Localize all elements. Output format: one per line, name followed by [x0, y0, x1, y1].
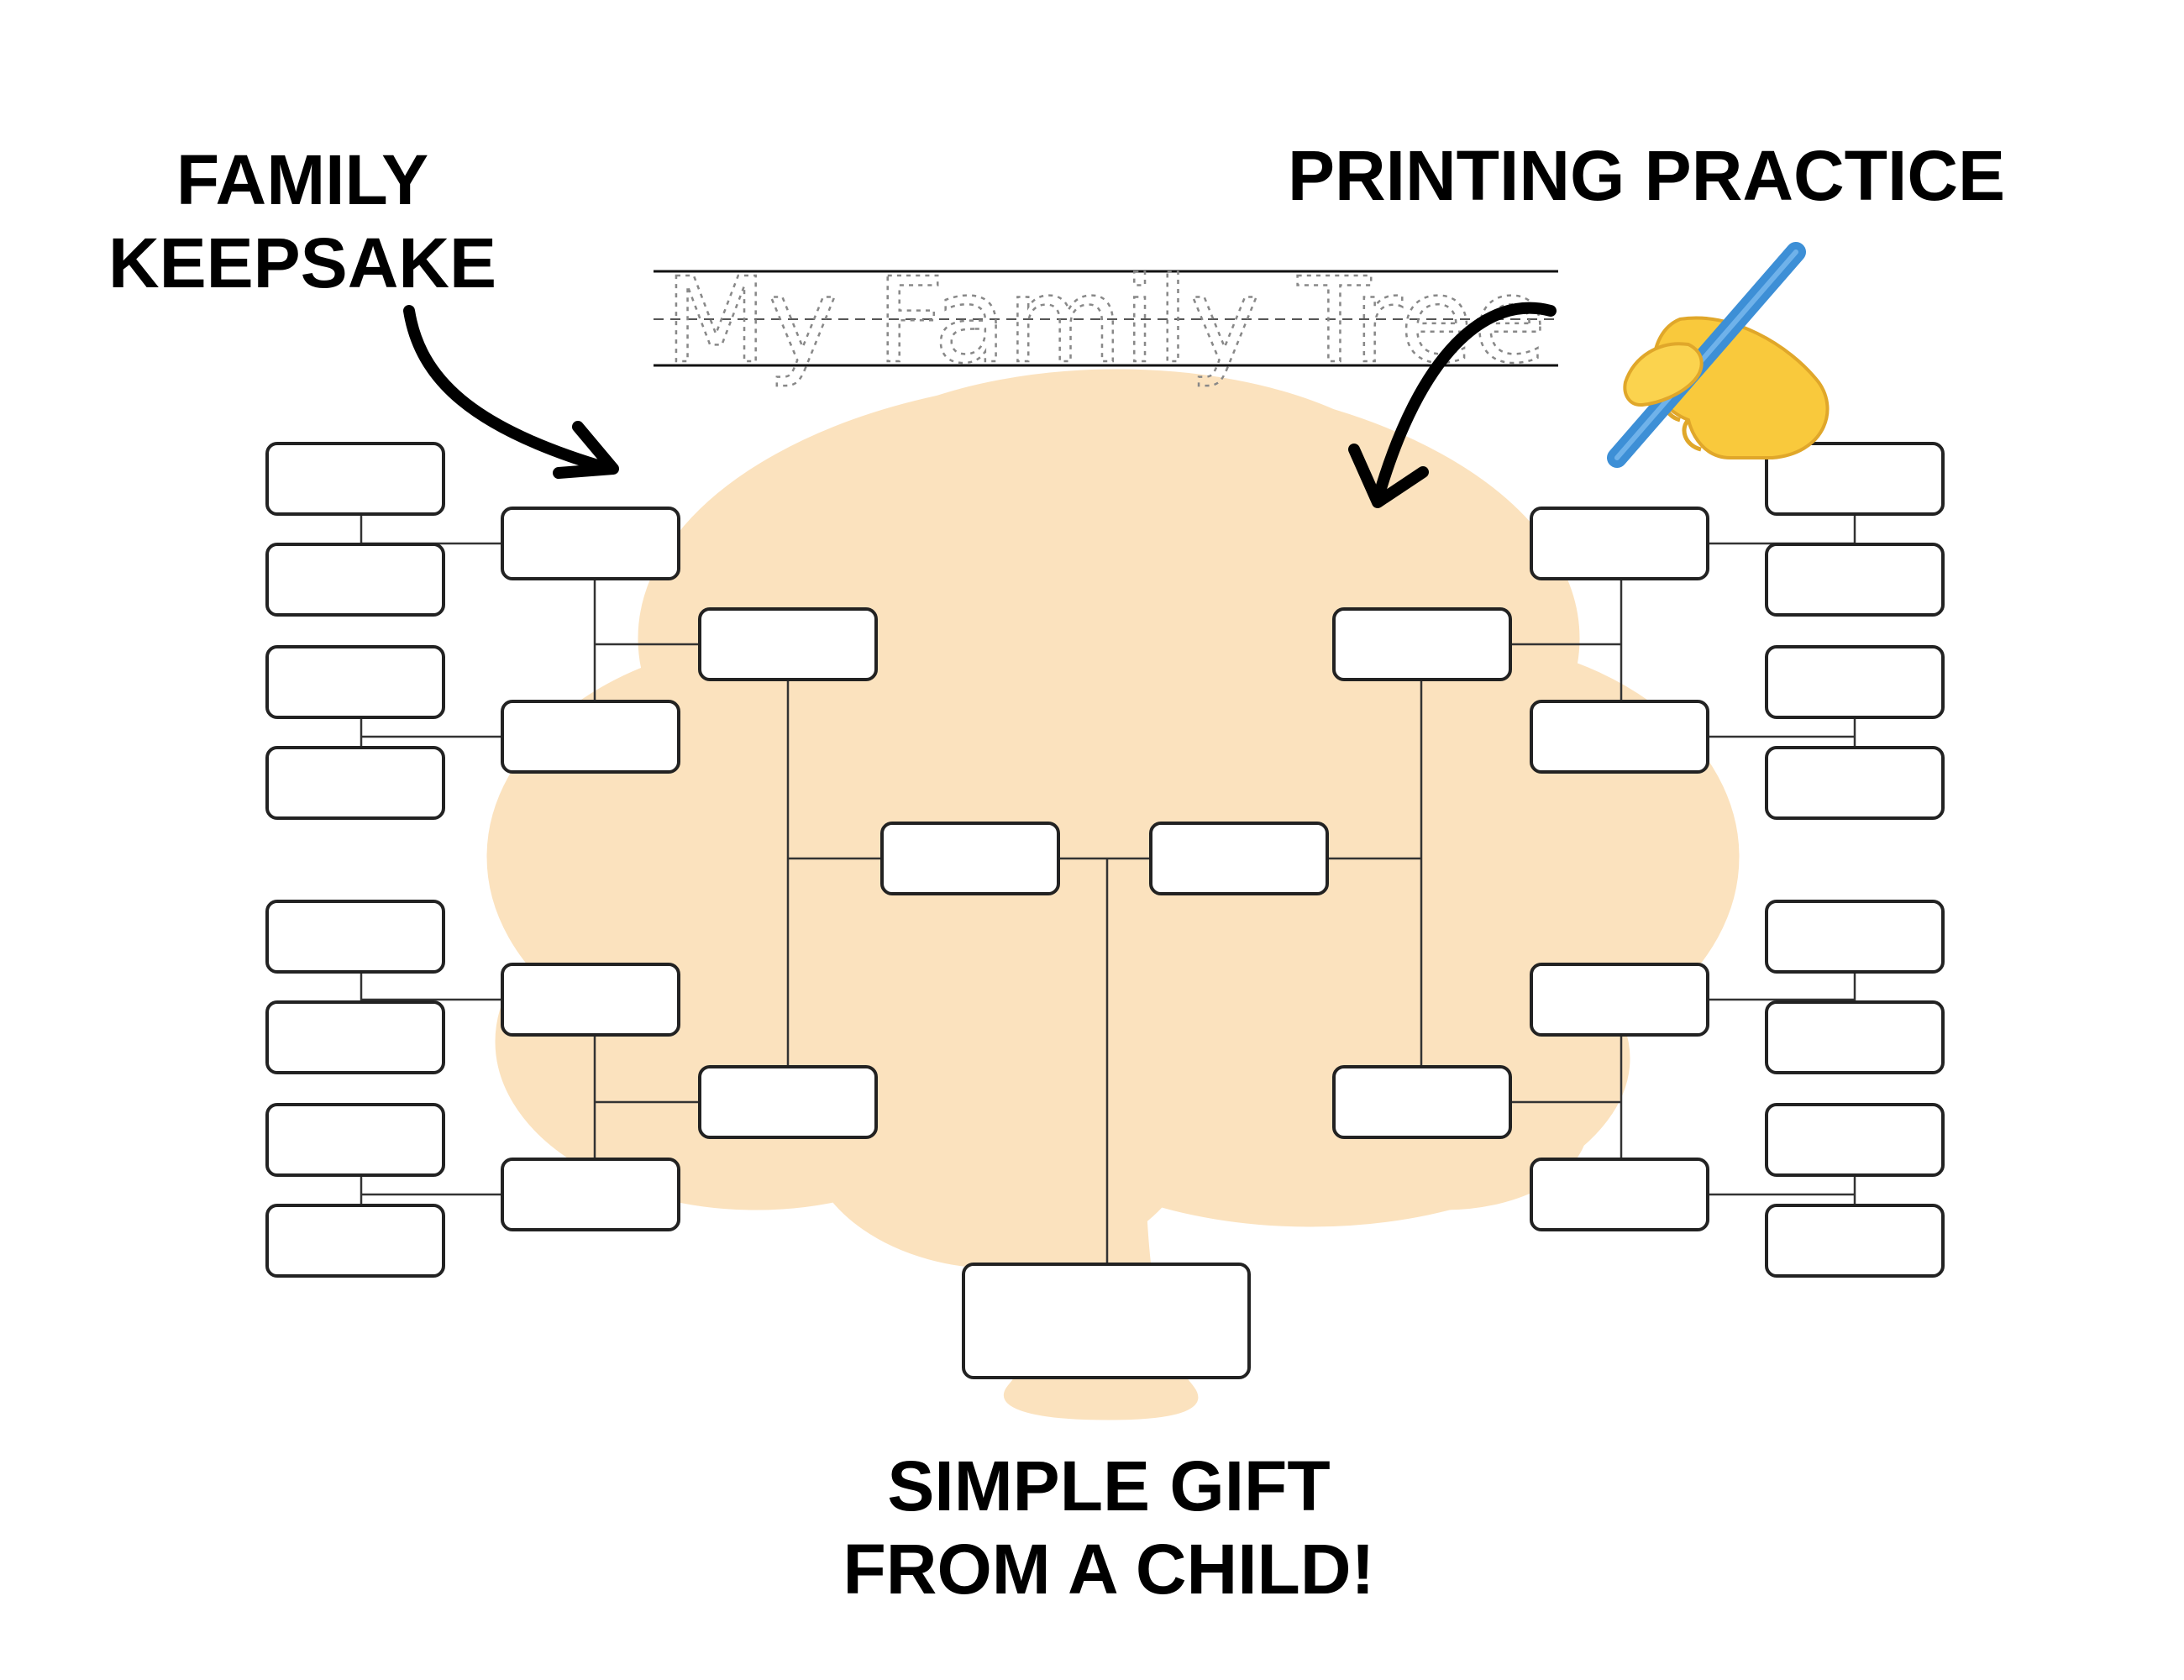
great-grandparent-box-right-3[interactable]	[1765, 645, 1945, 719]
writing-hand-icon	[1607, 242, 1830, 468]
great-grandparent-box-right-1[interactable]	[1765, 442, 1945, 516]
great-grandparent-box-right-5[interactable]	[1765, 900, 1945, 974]
great-grandparent-box-left-3[interactable]	[265, 645, 445, 719]
callout-gift-line-2: FROM A CHILD!	[843, 1530, 1375, 1609]
great-grandparent-box-right-6[interactable]	[1765, 1000, 1945, 1074]
printing-arrow	[1372, 302, 1557, 506]
grandparent-box-right-1[interactable]	[1530, 507, 1709, 580]
parent-box-right-1[interactable]	[1332, 607, 1512, 681]
callout-keepsake-line-1: FAMILY	[176, 140, 429, 219]
great-grandparent-box-right-8[interactable]	[1765, 1204, 1945, 1278]
great-grandparent-box-left-4[interactable]	[265, 746, 445, 820]
keepsake-arrow-head	[553, 421, 619, 479]
child-box[interactable]	[962, 1263, 1251, 1379]
printing-arrow-head	[1348, 444, 1429, 508]
parent-box-left-2[interactable]	[698, 1065, 878, 1139]
callout-printing-line: PRINTING PRACTICE	[1287, 136, 2006, 215]
grandparent-box-left-1[interactable]	[501, 507, 680, 580]
great-grandparent-box-left-8[interactable]	[265, 1204, 445, 1278]
name-boxes	[265, 442, 1945, 1379]
great-grandparent-box-left-2[interactable]	[265, 543, 445, 617]
callout-printing-practice: PRINTING PRACTICE	[1268, 134, 2024, 218]
grandparent-box-right-3[interactable]	[1530, 963, 1709, 1037]
great-grandparent-box-left-5[interactable]	[265, 900, 445, 974]
great-grandparent-box-left-6[interactable]	[265, 1000, 445, 1074]
keepsake-arrow	[403, 305, 615, 475]
great-grandparent-box-left-1[interactable]	[265, 442, 445, 516]
great-grandparent-box-left-7[interactable]	[265, 1103, 445, 1177]
great-grandparent-box-right-4[interactable]	[1765, 746, 1945, 820]
callout-gift-line-1: SIMPLE GIFT	[887, 1446, 1331, 1525]
grandparent-box-left-3[interactable]	[501, 963, 680, 1037]
center-box-right[interactable]	[1149, 822, 1329, 895]
callout-family-keepsake: FAMILY KEEPSAKE	[84, 139, 521, 305]
center-box-left[interactable]	[880, 822, 1060, 895]
title-trace-text: My Family Tree	[664, 253, 1546, 390]
arrows	[403, 302, 1557, 508]
callout-keepsake-line-2: KEEPSAKE	[108, 223, 497, 303]
title-tracing-lines	[654, 270, 1558, 367]
parent-box-right-2[interactable]	[1332, 1065, 1512, 1139]
callout-simple-gift: SIMPLE GIFT FROM A CHILD!	[756, 1445, 1462, 1611]
parent-box-left-1[interactable]	[698, 607, 878, 681]
grandparent-box-right-2[interactable]	[1530, 700, 1709, 774]
grandparent-box-left-4[interactable]	[501, 1158, 680, 1231]
grandparent-box-left-2[interactable]	[501, 700, 680, 774]
great-grandparent-box-right-7[interactable]	[1765, 1103, 1945, 1177]
grandparent-box-right-4[interactable]	[1530, 1158, 1709, 1231]
great-grandparent-box-right-2[interactable]	[1765, 543, 1945, 617]
